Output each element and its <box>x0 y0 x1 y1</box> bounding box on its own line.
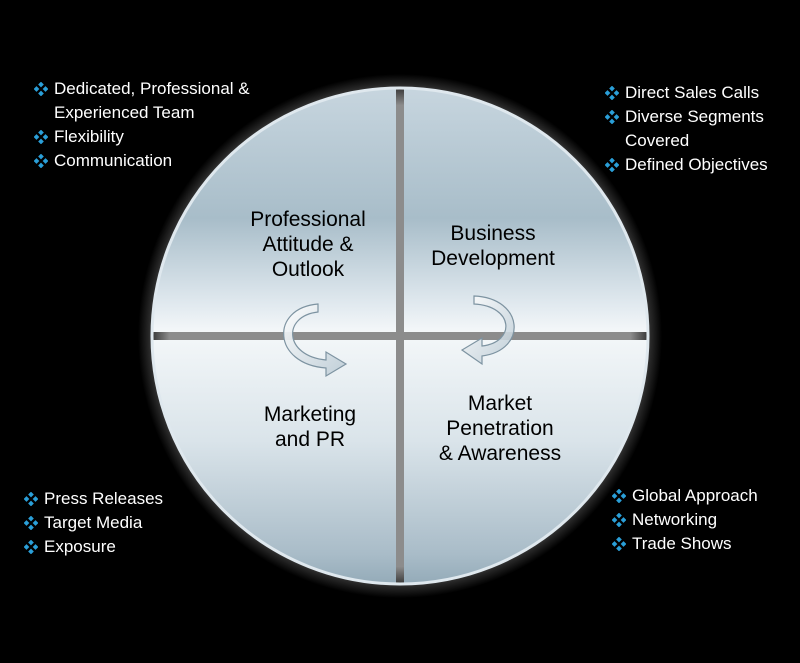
list-item: Global Approach <box>612 484 758 508</box>
list-item-text: Networking <box>632 510 718 529</box>
bullet-list-bottom-right: Global Approach Networking Trade Shows <box>612 484 758 556</box>
label-line: & Awareness <box>438 442 562 465</box>
diamond-bullet-icon <box>605 110 619 124</box>
diamond-bullet-icon <box>612 489 626 503</box>
circle-rim <box>150 86 650 586</box>
list-item: Direct Sales Calls <box>605 81 768 105</box>
label-line: and PR <box>274 428 346 451</box>
label-line: Business <box>450 222 536 245</box>
diamond-bullet-icon <box>612 513 626 527</box>
bullet-list-bottom-left: Press Releases Target Media Exposure <box>24 487 163 559</box>
list-item: Exposure <box>24 535 163 559</box>
bullet-list-top-right: Direct Sales Calls Diverse Segments Cove… <box>605 81 768 177</box>
list-item: Target Media <box>24 511 163 535</box>
diamond-bullet-icon <box>34 82 48 96</box>
quadrant-label-marketing-pr: Marketing and PR <box>220 402 400 452</box>
list-item-text: Flexibility <box>54 127 124 146</box>
diamond-bullet-icon <box>612 537 626 551</box>
list-item-text: Direct Sales Calls <box>625 83 760 102</box>
diamond-bullet-icon <box>605 86 619 100</box>
quadrant-label-business-development: Business Development <box>403 221 583 271</box>
diamond-bullet-icon <box>24 492 38 506</box>
label-line: Development <box>431 247 555 270</box>
list-item-text: Global Approach <box>632 486 758 505</box>
list-item-text: Covered <box>625 131 690 150</box>
diamond-bullet-icon <box>24 516 38 530</box>
list-item-text: Press Releases <box>44 489 164 508</box>
diamond-bullet-icon <box>24 540 38 554</box>
list-item: Flexibility <box>34 125 250 149</box>
list-item-text: Target Media <box>44 513 143 532</box>
quadrant-label-market-penetration: Market Penetration & Awareness <box>400 391 600 466</box>
list-item-text: Defined Objectives <box>625 155 768 174</box>
diamond-bullet-icon <box>34 154 48 168</box>
label-line: Professional <box>250 208 366 231</box>
list-item: Trade Shows <box>612 532 758 556</box>
list-item: Communication <box>34 149 250 173</box>
diamond-bullet-icon <box>605 158 619 172</box>
list-item-text: Trade Shows <box>632 534 732 553</box>
label-line: Market <box>467 392 533 415</box>
curved-arrow-icon <box>283 303 348 378</box>
bullet-list-top-left: Dedicated, Professional & Experienced Te… <box>34 77 250 173</box>
list-item-text: Exposure <box>44 537 116 556</box>
quadrant-label-professional-attitude: Professional Attitude & Outlook <box>218 207 398 282</box>
list-item: Diverse Segments Covered <box>605 105 768 153</box>
list-item-text: Diverse Segments <box>625 107 764 126</box>
list-item: Press Releases <box>24 487 163 511</box>
list-item-text: Experienced Team <box>54 103 195 122</box>
list-item: Defined Objectives <box>605 153 768 177</box>
label-line: Outlook <box>271 258 345 281</box>
label-line: Attitude & <box>262 233 354 256</box>
list-item-text: Dedicated, Professional & <box>54 79 250 98</box>
list-item: Dedicated, Professional & Experienced Te… <box>34 77 250 125</box>
curved-arrow-icon <box>460 295 515 366</box>
diamond-bullet-icon <box>34 130 48 144</box>
list-item-text: Communication <box>54 151 173 170</box>
label-line: Marketing <box>263 403 357 426</box>
label-line: Penetration <box>446 417 554 440</box>
list-item: Networking <box>612 508 758 532</box>
